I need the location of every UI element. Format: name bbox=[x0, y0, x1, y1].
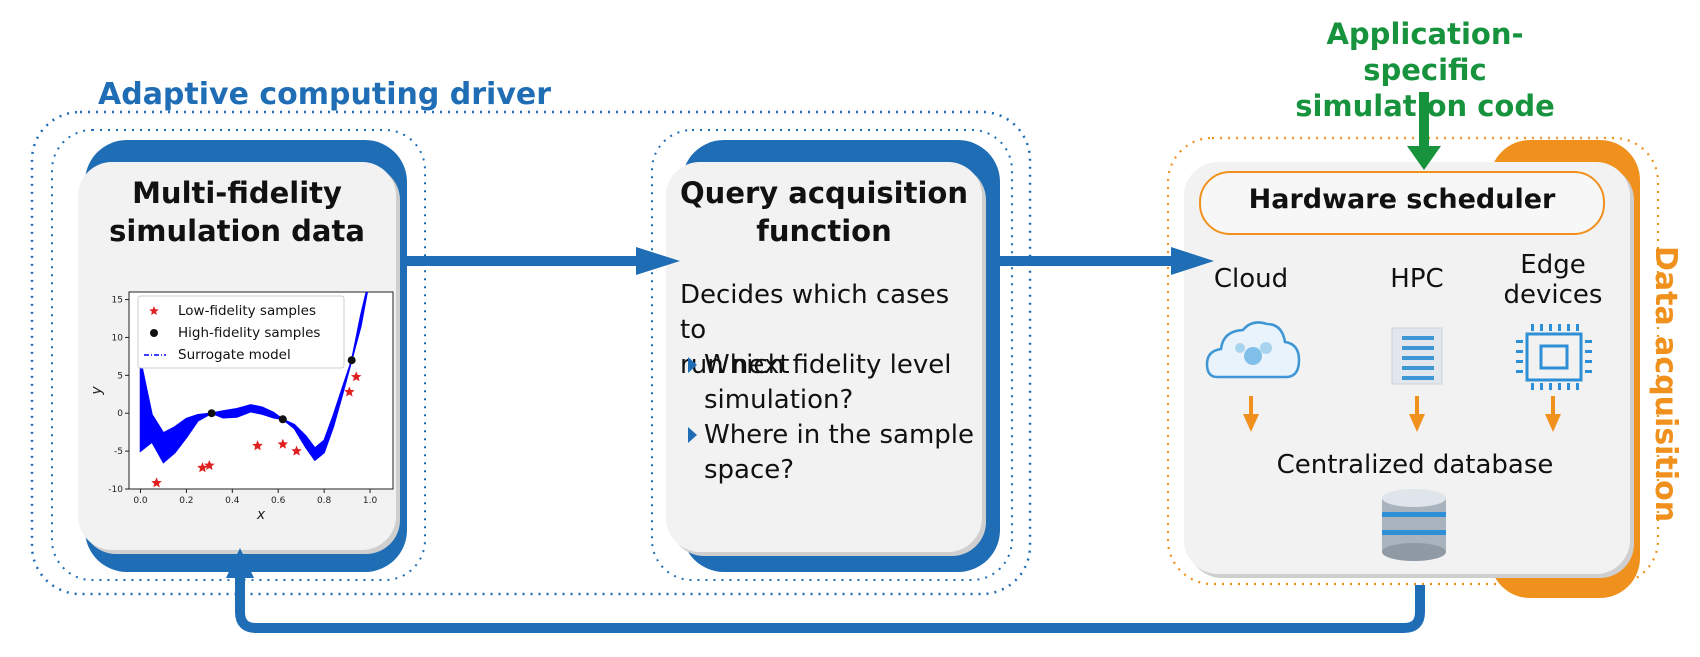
y-tick-label: 0 bbox=[117, 409, 123, 419]
driver-label: Adaptive computing driver bbox=[98, 77, 552, 112]
surrogate-band bbox=[139, 292, 368, 464]
low-fidelity-point bbox=[277, 438, 288, 449]
legend-entry: Surrogate model bbox=[178, 347, 291, 363]
sim-code-label: Application-specific simulation code bbox=[1295, 17, 1555, 123]
query-description: Decides which cases to run next bbox=[680, 280, 950, 380]
legend-star-icon bbox=[149, 306, 159, 315]
low-fidelity-point bbox=[197, 462, 208, 473]
server-icon bbox=[1391, 327, 1443, 385]
low-fidelity-point bbox=[291, 445, 302, 456]
arrow-cloud-to-db bbox=[1243, 396, 1259, 432]
x-tick-label: 0.0 bbox=[133, 496, 148, 506]
surrogate-plot: 0.0 0.2 0.4 0.6 0.8 1.0 -10 -5 0 5 10 15 x y Low-fidel… bbox=[89, 291, 394, 523]
feedback-arrow bbox=[235, 575, 1425, 633]
hw-card-boundary bbox=[1166, 136, 1660, 586]
low-fidelity-point bbox=[204, 460, 215, 470]
cloud-icon bbox=[1205, 321, 1301, 379]
arrowhead-sim-code bbox=[1407, 146, 1441, 170]
high-fidelity-point bbox=[347, 356, 356, 365]
database-icon bbox=[1382, 489, 1446, 561]
arrow-data-to-query bbox=[400, 256, 640, 266]
legend-entry: Low-fidelity samples bbox=[178, 303, 316, 319]
x-tick-label: 0.6 bbox=[271, 496, 286, 506]
x-tick-label: 1.0 bbox=[363, 496, 378, 506]
arrow-query-to-hw bbox=[990, 256, 1175, 266]
high-fidelity-point bbox=[207, 409, 216, 418]
y-tick-label: 10 bbox=[112, 333, 124, 343]
x-tick-label: 0.2 bbox=[179, 496, 193, 506]
query-bullet-1: Which fidelity level simulation? bbox=[678, 348, 978, 418]
arrow-edge-to-db bbox=[1545, 396, 1561, 432]
legend-entry: High-fidelity samples bbox=[178, 325, 320, 341]
x-axis-label: x bbox=[256, 507, 266, 523]
driver-boundary bbox=[30, 110, 1032, 596]
low-fidelity-point bbox=[351, 371, 362, 382]
data-card-title: Multi-fidelity simulation data bbox=[109, 176, 365, 248]
database-label: Centralized database bbox=[1276, 450, 1554, 480]
chip-icon bbox=[1516, 324, 1592, 390]
arrowhead-query bbox=[636, 247, 680, 275]
low-fidelity-point bbox=[151, 477, 162, 488]
x-tick-label: 0.4 bbox=[225, 496, 240, 506]
arrowhead-hw bbox=[1171, 247, 1214, 275]
query-bullet-2: Where in the sample space? bbox=[678, 418, 978, 488]
low-fidelity-point bbox=[252, 440, 263, 451]
bullet-icon bbox=[688, 357, 697, 373]
y-tick-label: 15 bbox=[112, 296, 123, 306]
y-axis-label: y bbox=[89, 386, 105, 396]
y-tick-label: -5 bbox=[114, 447, 123, 457]
plot-legend bbox=[137, 295, 345, 369]
resource-edge-label: Edge devices bbox=[1503, 250, 1603, 310]
sim-code-arrow bbox=[1419, 92, 1429, 152]
bullet-icon bbox=[688, 427, 697, 443]
data-card-boundary bbox=[51, 129, 426, 581]
data-acquisition-label: Data acquisition bbox=[1648, 246, 1683, 523]
legend-dot-icon bbox=[150, 329, 158, 337]
query-card bbox=[666, 162, 982, 552]
high-fidelity-point bbox=[278, 415, 287, 424]
resource-hpc-label: HPC bbox=[1390, 264, 1444, 294]
low-fidelity-point bbox=[344, 386, 355, 397]
hw-scheduler-title: Hardware scheduler bbox=[1248, 184, 1556, 215]
arrow-hpc-to-db bbox=[1409, 396, 1425, 432]
resource-cloud-label: Cloud bbox=[1213, 264, 1289, 294]
y-tick-label: 5 bbox=[117, 371, 123, 381]
query-card-title: Query acquisition function bbox=[680, 176, 968, 248]
y-tick-label: -10 bbox=[108, 485, 123, 495]
arrowhead-feedback bbox=[226, 548, 254, 578]
x-tick-label: 0.8 bbox=[317, 496, 332, 506]
hw-scheduler-box bbox=[1199, 171, 1605, 235]
